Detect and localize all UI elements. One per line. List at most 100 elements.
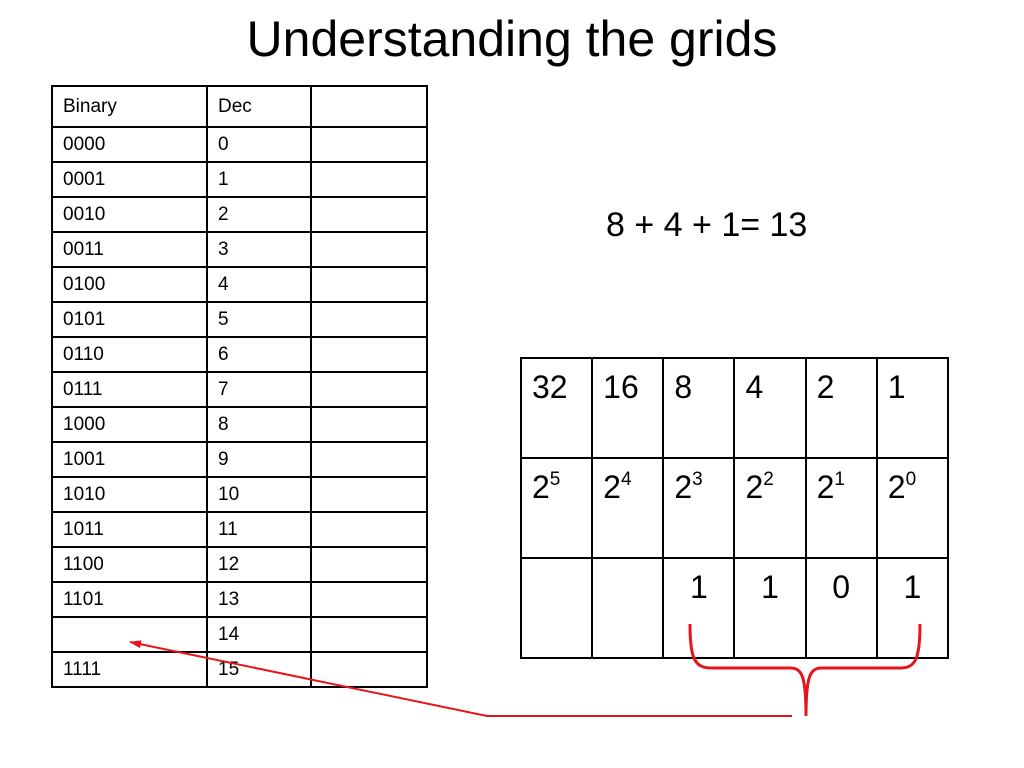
blank-cell — [310, 371, 428, 408]
blank-cell — [310, 616, 428, 653]
blank-cell — [310, 511, 428, 548]
column-header: Dec — [206, 85, 312, 128]
power-cell: 25 — [519, 457, 594, 559]
blank-cell — [310, 651, 428, 688]
pointer-arrow — [129, 640, 792, 717]
blank-cell — [310, 476, 428, 513]
blank-cell — [310, 266, 428, 303]
bit-cell — [591, 557, 665, 659]
decimal-cell: 10 — [206, 476, 312, 513]
power-base: 2 — [745, 469, 764, 505]
blank-cell — [310, 406, 428, 443]
blank-cell — [310, 301, 428, 338]
power-cell: 23 — [662, 457, 736, 559]
power-exponent: 0 — [905, 469, 917, 490]
place-value-cell: 8 — [662, 357, 736, 459]
power-cell: 21 — [804, 457, 878, 559]
power-base: 2 — [532, 469, 550, 505]
decimal-cell: 0 — [206, 126, 312, 163]
place-value-cell: 16 — [591, 357, 665, 459]
power-exponent: 2 — [763, 469, 774, 490]
blank-cell — [310, 441, 428, 478]
power-base: 2 — [887, 469, 906, 505]
place-value-cell: 32 — [519, 357, 594, 459]
place-value-cell: 4 — [733, 357, 807, 459]
binary-cell: 0100 — [51, 266, 208, 303]
bit-cell — [519, 557, 594, 659]
power-exponent: 5 — [549, 469, 561, 490]
decimal-cell: 12 — [206, 546, 312, 583]
blank-cell — [310, 336, 428, 373]
power-exponent: 1 — [834, 469, 845, 490]
bit-group-brace — [688, 623, 922, 717]
blank-cell — [310, 126, 428, 163]
binary-cell: 0001 — [51, 161, 208, 198]
binary-cell: 0011 — [51, 231, 208, 268]
binary-cell: 1000 — [51, 406, 208, 443]
blank-cell — [310, 546, 428, 583]
bit-cell: 0 — [804, 557, 878, 659]
binary-cell: 0010 — [51, 196, 208, 233]
blank-cell — [310, 161, 428, 198]
power-base: 2 — [674, 469, 693, 505]
decimal-cell: 3 — [206, 231, 312, 268]
decimal-cell: 9 — [206, 441, 312, 478]
column-header — [310, 85, 428, 128]
power-cell: 24 — [591, 457, 665, 559]
decimal-cell: 5 — [206, 301, 312, 338]
binary-cell: 1001 — [51, 441, 208, 478]
power-base: 2 — [816, 469, 835, 505]
slide-title: Understanding the grids — [246, 11, 778, 67]
power-base: 2 — [603, 469, 621, 505]
binary-cell: 0101 — [51, 301, 208, 338]
bit-cell: 1 — [875, 557, 950, 659]
decimal-cell: 11 — [206, 511, 312, 548]
place-value-cell: 1 — [875, 357, 950, 459]
binary-cell: 1100 — [51, 546, 208, 583]
binary-cell: 1010 — [51, 476, 208, 513]
column-header: Binary — [51, 85, 208, 128]
binary-cell: 1111 — [51, 651, 208, 688]
binary-cell: 0110 — [51, 336, 208, 373]
decimal-cell: 1 — [206, 161, 312, 198]
decimal-cell: 8 — [206, 406, 312, 443]
bit-cell: 1 — [662, 557, 736, 659]
blank-cell — [310, 231, 428, 268]
binary-cell: 0111 — [51, 371, 208, 408]
sum-equation: 8 + 4 + 1= 13 — [606, 206, 808, 244]
binary-cell: 1011 — [51, 511, 208, 548]
binary-cell: 1101 — [51, 581, 208, 618]
decimal-cell: 2 — [206, 196, 312, 233]
bit-cell: 1 — [733, 557, 807, 659]
place-value-cell: 2 — [804, 357, 878, 459]
decimal-cell: 6 — [206, 336, 312, 373]
decimal-cell: 13 — [206, 581, 312, 618]
decimal-cell: 7 — [206, 371, 312, 408]
decimal-cell: 14 — [206, 616, 312, 653]
blank-cell — [310, 196, 428, 233]
power-exponent: 4 — [620, 469, 632, 490]
power-cell: 22 — [733, 457, 807, 559]
